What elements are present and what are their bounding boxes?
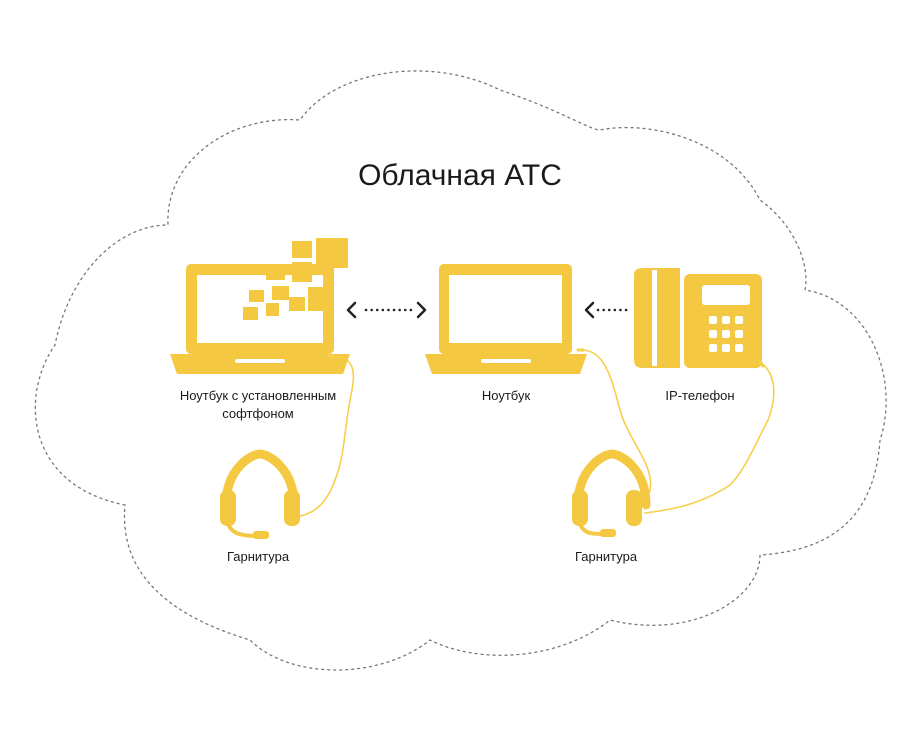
cables (294, 348, 775, 518)
softphone-pixels-icon (243, 238, 348, 320)
headset-right-label: Гарнитура (575, 549, 638, 564)
diagram-title: Облачная АТС (358, 159, 562, 192)
laptop-icon-softphone (170, 238, 350, 374)
ip-phone-label: IP-телефон (665, 388, 734, 403)
softphone-laptop-label-line2: софтфоном (222, 406, 294, 421)
headset-icon (220, 449, 300, 539)
softphone-laptop-label-line1: Ноутбук с установленным (180, 388, 336, 403)
double-arrow-icon (346, 301, 427, 319)
desk-phone-icon (633, 268, 762, 368)
cloud-outline (34, 70, 887, 671)
laptop-label: Ноутбук (482, 388, 531, 403)
headset-icon (572, 449, 651, 537)
arrow-left-icon (584, 301, 630, 319)
laptop-icon (425, 264, 587, 374)
headset-left-label: Гарнитура (227, 549, 290, 564)
